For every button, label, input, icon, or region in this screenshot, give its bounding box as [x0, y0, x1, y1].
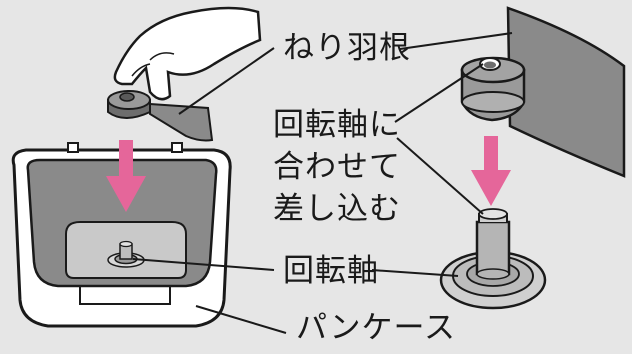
instruction-line-1: 回転軸に: [273, 107, 401, 143]
pan-case-label: パンケース: [296, 310, 456, 346]
blade-large: [460, 6, 626, 178]
arrow-down-left: [106, 140, 146, 212]
rotation-shaft: [439, 208, 547, 310]
arrow-down-right: [471, 136, 511, 206]
bread-pan-case: [11, 142, 232, 328]
shaft-label: 回転軸: [283, 253, 379, 289]
hand-illustration: [113, 6, 262, 101]
insert-instruction-label: 回転軸に 合わせて 差し込む: [273, 104, 401, 230]
instruction-line-2: 合わせて: [273, 149, 401, 185]
leader-lines: [132, 32, 513, 334]
blade-label: ねり羽根: [283, 30, 411, 66]
blade-small: [107, 90, 214, 142]
instruction-line-3: 差し込む: [273, 191, 401, 227]
